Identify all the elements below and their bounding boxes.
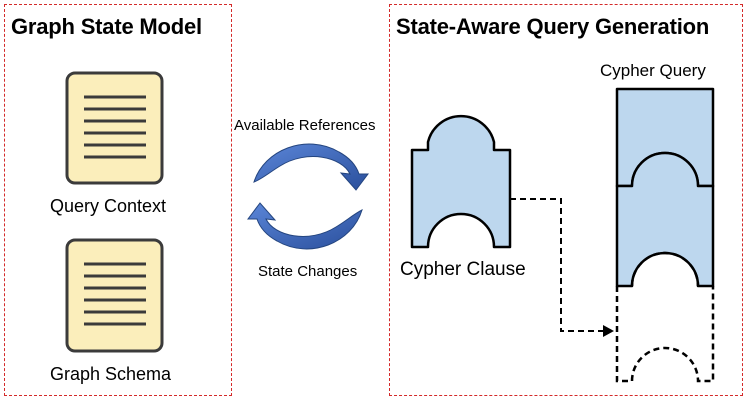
insert-connector-arrow bbox=[510, 198, 614, 337]
cycle-arrows-icon bbox=[247, 143, 369, 250]
graph-state-model-title: Graph State Model bbox=[11, 14, 202, 39]
cypher-clause-label: Cypher Clause bbox=[400, 259, 526, 280]
query-generation-panel bbox=[389, 4, 743, 396]
query-generation-title: State-Aware Query Generation bbox=[396, 14, 710, 39]
graph-schema-label: Graph Schema bbox=[50, 364, 172, 384]
cypher-query-empty-slot bbox=[615, 286, 715, 383]
cypher-query-label: Cypher Query bbox=[600, 61, 706, 80]
cypher-clause-piece bbox=[410, 115, 512, 249]
available-references-label: Available References bbox=[234, 117, 376, 134]
state-changes-label: State Changes bbox=[258, 263, 358, 280]
graph-schema-document-icon bbox=[65, 238, 164, 353]
empty-slot-top-notch bbox=[630, 251, 700, 287]
graph-state-model-panel bbox=[4, 4, 232, 396]
query-context-label: Query Context bbox=[50, 196, 167, 216]
query-context-document-icon bbox=[65, 71, 164, 185]
